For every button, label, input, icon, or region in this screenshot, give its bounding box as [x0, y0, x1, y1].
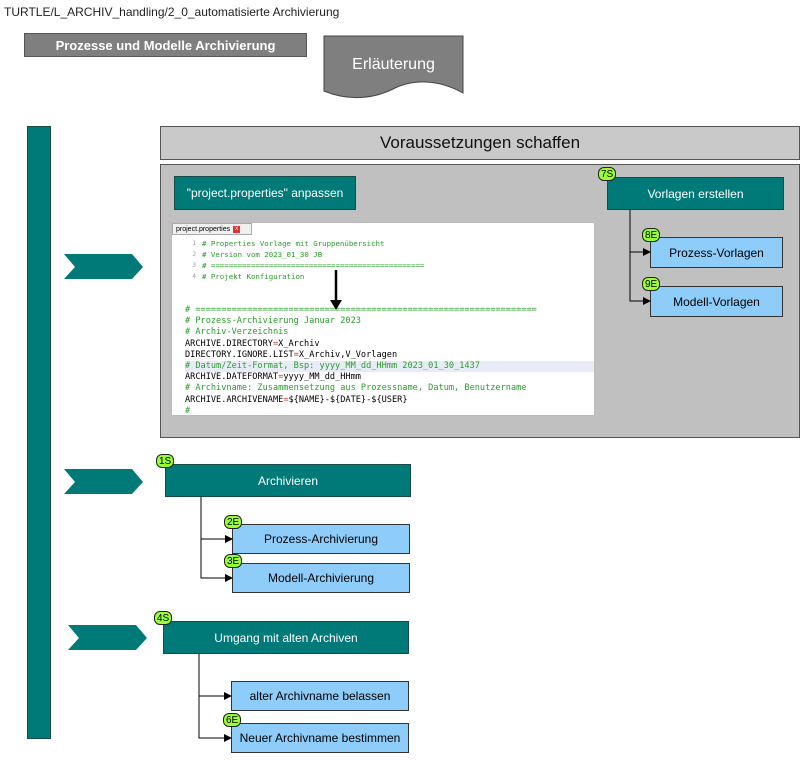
- code-property-line: ARCHIVE.DATEFORMAT=yyyy_MM_dd_HHmm: [185, 372, 361, 383]
- step-badge: 3E: [224, 554, 243, 568]
- document-shape[interactable]: [323, 35, 465, 105]
- code-header-line: # Version vom 2023_01_30 JB: [202, 250, 323, 259]
- umgang-box[interactable]: Umgang mit alten Archiven: [163, 621, 409, 654]
- line-number: 2: [192, 251, 196, 258]
- code-comment-line: #: [185, 405, 191, 416]
- alter-archivname-box[interactable]: alter Archivname belassen: [231, 681, 409, 711]
- properties-box[interactable]: "project.properties" anpassen: [174, 176, 356, 210]
- code-property-line: ARCHIVE.DIRECTORY=X_Archiv: [185, 338, 320, 349]
- code-property-line: DIRECTORY.IGNORE.LIST=X_Archiv,V_Vorlage…: [185, 349, 398, 360]
- chevron-arrow-icon: [68, 625, 147, 650]
- code-comment-line: # Datum/Zeit-Format, Bsp: yyyy_MM_dd_HHm…: [185, 361, 594, 372]
- step-badge: 4S: [154, 611, 173, 625]
- step-badge: 6E: [223, 713, 242, 727]
- line-number: 1: [192, 240, 196, 247]
- vorlagen-erstellen-box[interactable]: Vorlagen erstellen: [607, 177, 784, 210]
- step-badge: 1S: [156, 454, 175, 468]
- code-tab-label: project.properties: [176, 225, 231, 233]
- chevron-arrow-icon: [64, 254, 143, 279]
- diagram-title: Prozesse und Modelle Archivierung: [24, 33, 307, 57]
- neuer-archivname-box[interactable]: Neuer Archivname bestimmen: [231, 723, 409, 753]
- step-badge: 8E: [642, 228, 661, 242]
- code-header-line: # ======================================…: [202, 261, 425, 270]
- modell-archivierung-box[interactable]: Modell-Archivierung: [232, 563, 410, 593]
- code-header-line: # Properties Vorlage mit Gruppenübersich…: [202, 239, 385, 248]
- code-header-line: # Projekt Konfiguration: [202, 272, 305, 281]
- code-comment-line: # Archiv-Verzeichnis: [185, 327, 289, 338]
- step-badge: 7S: [598, 167, 617, 181]
- chevron-arrow-icon: [64, 469, 143, 494]
- code-comment-line: # Prozess-Archivierung Januar 2023: [185, 316, 361, 327]
- code-comment-line: # Archivname: Zusammensetzung aus Prozes…: [185, 383, 527, 394]
- line-number: 3: [192, 262, 196, 269]
- document-label: Erläuterung: [352, 56, 435, 73]
- prozess-archivierung-box[interactable]: Prozess-Archivierung: [232, 524, 410, 554]
- prozess-vorlagen-box[interactable]: Prozess-Vorlagen: [650, 237, 783, 268]
- step-badge: 9E: [642, 277, 661, 291]
- breadcrumb: TURTLE/L_ARCHIV_handling/2_0_automatisie…: [4, 5, 340, 19]
- line-number: 4: [192, 273, 196, 280]
- code-comment-line: # ======================================…: [185, 305, 537, 315]
- section-header: Voraussetzungen schaffen: [160, 126, 800, 160]
- archivieren-box[interactable]: Archivieren: [165, 464, 411, 497]
- step-badge: 2E: [224, 515, 243, 529]
- process-bar: [27, 126, 51, 739]
- code-property-line: ARCHIVE.ARCHIVENAME=${NAME}-${DATE}-${US…: [185, 394, 408, 405]
- close-icon[interactable]: x: [233, 225, 241, 233]
